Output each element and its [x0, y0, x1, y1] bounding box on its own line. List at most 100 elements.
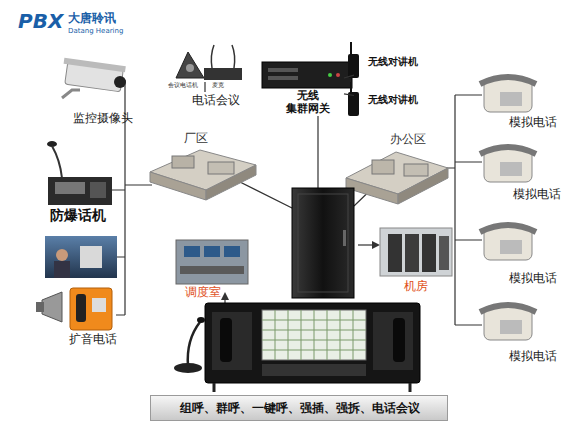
room-caption: 机房 [394, 280, 438, 296]
building-symbol [150, 150, 256, 200]
area-caption: 办公区 [382, 133, 434, 149]
node-label: 机房 [394, 280, 438, 294]
led [336, 73, 340, 77]
wire [358, 244, 374, 245]
cabinet [292, 188, 354, 298]
conference-phone [176, 52, 204, 78]
node-label: 监控摄像头 [58, 112, 148, 126]
device-caption: 模拟电话 [502, 272, 564, 288]
console-body [205, 303, 420, 383]
logo-text: 大唐聆讯 [68, 12, 116, 25]
walkie-talkie-symbol [348, 42, 359, 116]
gateway-symbol [262, 62, 352, 88]
radio-body [348, 54, 359, 78]
block [404, 164, 428, 176]
mic-stem [52, 146, 62, 178]
phone-box [70, 288, 112, 330]
room-caption: 调度室 [176, 286, 230, 302]
connector-line [344, 75, 354, 78]
feature-list: 组呼、群呼、一键呼、强插、强拆、电话会议 [151, 396, 449, 420]
block [208, 162, 234, 174]
node-label: 无线对讲机 [368, 56, 418, 68]
part-name: 麦克 [212, 82, 224, 89]
building-symbol [346, 152, 448, 204]
keypad [500, 162, 522, 176]
monitor [204, 246, 220, 257]
phone-body [484, 306, 532, 340]
wire [446, 95, 482, 325]
led [328, 73, 332, 77]
photo-frame [45, 236, 117, 278]
cabinet-door [298, 194, 348, 292]
camera-symbol [62, 58, 126, 98]
photo-person [56, 249, 68, 261]
node-label: 调度室 [176, 286, 230, 300]
device-caption: 电话会议 [178, 94, 254, 112]
keypad [92, 298, 106, 312]
rack-slot [268, 68, 298, 72]
part-name: 会议电话机 [168, 82, 198, 89]
node-label: 无线对讲机 [368, 94, 418, 106]
keypad [500, 240, 522, 254]
device-caption: 模拟电话 [502, 116, 564, 132]
block [372, 160, 394, 174]
arrow-head [372, 241, 380, 249]
gooseneck-mic [174, 317, 205, 373]
device-caption: 模拟电话 [502, 350, 564, 366]
node-label: 模拟电话 [502, 272, 564, 286]
mic-head [197, 317, 205, 323]
antenna [350, 82, 352, 92]
phone-body [484, 78, 532, 112]
photo-frame [176, 240, 248, 284]
photo-device [80, 246, 102, 268]
key-grid-lines [262, 310, 366, 360]
horn-back [36, 302, 44, 312]
antenna [350, 42, 352, 54]
radio-body [348, 92, 359, 116]
block [172, 156, 194, 168]
monitor [184, 246, 200, 257]
dispatch-room-photo [176, 240, 248, 284]
console-panel [55, 182, 85, 194]
wire [112, 80, 482, 325]
node-label: 模拟电话 [502, 116, 564, 130]
console-legs [214, 383, 410, 392]
camera-lens [114, 76, 126, 88]
feature-band: 组呼、群呼、一键呼、强插、强拆、电话会议 [150, 395, 448, 421]
node-label: 扩音电话 [55, 333, 131, 347]
conference-phone-symbol [176, 45, 242, 80]
photo-frame [380, 228, 452, 276]
device-caption: 模拟电话 [506, 188, 568, 204]
dispatch-console [205, 303, 420, 392]
handset-panel [212, 312, 252, 370]
rack-slot [268, 76, 298, 80]
rack [388, 234, 402, 272]
device-caption: 监控摄像头 [58, 112, 148, 130]
camera-hood [64, 58, 126, 73]
speaker [186, 64, 194, 72]
node-label: 无线 集群网关 [278, 90, 338, 115]
mic-base [204, 68, 242, 80]
phone-body [484, 148, 532, 182]
area-caption: 厂区 [176, 132, 216, 148]
arrow-head [221, 292, 229, 300]
radio-box: 无线对讲机 [344, 46, 444, 82]
mic-stem [211, 45, 234, 68]
node-label: 模拟电话 [502, 350, 564, 364]
key-grid [262, 310, 366, 360]
radio-box: 无线对讲机 [344, 84, 444, 120]
handset [480, 305, 536, 312]
node-label: 电话会议 [178, 94, 254, 108]
device-caption: 扩音电话 [55, 333, 131, 351]
desk [180, 266, 244, 274]
rack-unit [262, 62, 352, 88]
server-cabinet [292, 188, 354, 298]
phone-body [484, 226, 532, 260]
mic-stem [188, 322, 200, 366]
node-label: 厂区 [176, 132, 216, 146]
logo-text: PBX [18, 10, 63, 32]
console-front [262, 364, 366, 376]
node-label: 模拟电话 [506, 188, 568, 202]
rack [439, 236, 449, 270]
